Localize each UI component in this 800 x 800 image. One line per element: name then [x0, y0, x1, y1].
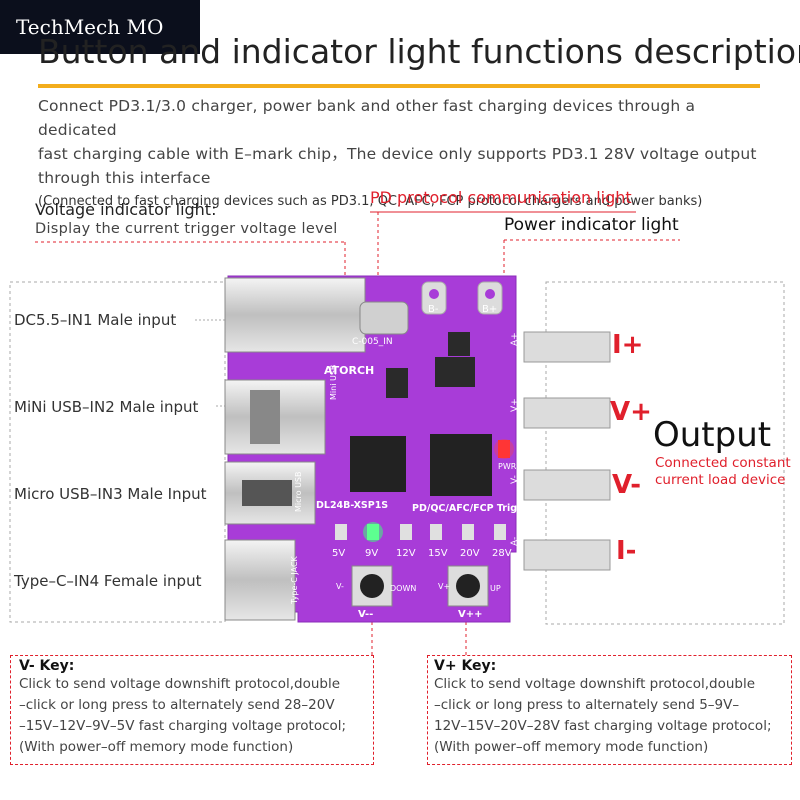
v-minus-key-box: V- Key: Click to send voltage downshift …	[10, 655, 374, 765]
intro-line-2: fast charging cable with E–mark chip，The…	[38, 145, 757, 163]
voltage-12v: 12V	[396, 548, 416, 559]
silk-v-plus: V+	[438, 582, 451, 591]
output-sub-line-2: current load device	[655, 472, 786, 488]
pin-v-plus: V+	[510, 398, 520, 412]
pad-b-minus: B-	[428, 304, 439, 315]
v-minus-button-label: V--	[358, 609, 374, 620]
voltage-light-label: Voltage indicator light:	[35, 200, 217, 219]
intro-line-4: (Connected to fast charging devices such…	[38, 194, 703, 209]
v-plus-line-2: –click or long press to alternately send…	[434, 697, 740, 713]
typec-silk: Type-C JACK	[290, 556, 299, 604]
pcb-board	[224, 275, 517, 623]
input-label-typec: Type–C–IN4 Female input	[14, 572, 202, 590]
v-minus-line-1: Click to send voltage downshift protocol…	[19, 676, 341, 692]
silk-v-dash: V-	[336, 582, 344, 591]
v-plus-key-title: V+ Key:	[434, 658, 497, 674]
board-model: DL24B-XSP1S	[316, 500, 389, 511]
v-minus-key[interactable]	[352, 566, 392, 606]
pad-b-plus: B+	[482, 304, 498, 315]
voltage-9v: 9V	[365, 548, 379, 559]
output-sub-line-1: Connected constant	[655, 455, 791, 471]
voltage-light-desc: Display the current trigger voltage leve…	[35, 221, 338, 237]
title-underline	[38, 84, 760, 88]
v-plus-line-3: 12V–15V–20V–28V fast charging voltage pr…	[434, 718, 772, 734]
silk-down: DOWN	[390, 584, 417, 593]
pwr-silk: PWR	[498, 462, 517, 471]
output-v-plus: V+	[610, 397, 652, 427]
v-minus-key-title: V- Key:	[19, 658, 75, 674]
pd-light-label: PD protocol communication light	[370, 188, 632, 207]
pin-a-plus: A+	[510, 332, 520, 346]
input-label-mini-usb: MiNi USB–IN2 Male input	[14, 398, 199, 416]
voltage-28v: 28V	[492, 548, 512, 559]
mini-usb-silk: Mini USB	[329, 364, 338, 400]
v-plus-line-4: (With power–off memory mode function)	[434, 739, 709, 755]
output-subtitle: Connected constant current load device	[655, 455, 791, 489]
output-i-minus: I-	[616, 536, 637, 566]
board-brand: ATORCH	[324, 364, 375, 377]
board-trigger: PD/QC/AFC/FCP Trigger	[412, 503, 535, 514]
v-minus-line-2: –click or long press to alternately send…	[19, 697, 335, 713]
output-i-plus: I+	[612, 330, 644, 360]
silk-up: UP	[490, 584, 501, 593]
input-label-micro-usb: Micro USB–IN3 Male Input	[14, 485, 207, 503]
v-minus-line-3: –15V–12V–9V–5V fast charging voltage pro…	[19, 718, 347, 734]
voltage-20v: 20V	[460, 548, 480, 559]
v-plus-line-1: Click to send voltage downshift protocol…	[434, 676, 756, 692]
power-light-label: Power indicator light	[504, 215, 679, 235]
intro-text: Connect PD3.1/3.0 charger, power bank an…	[38, 94, 768, 214]
v-plus-button-label: V++	[458, 609, 483, 620]
pcb-code: C-005_IN	[352, 337, 393, 347]
pin-a-minus: A-	[510, 536, 520, 546]
input-label-dc55: DC5.5–IN1 Male input	[14, 311, 177, 329]
intro-line-1: Connect PD3.1/3.0 charger, power bank an…	[38, 97, 696, 139]
voltage-5v: 5V	[332, 548, 346, 559]
v-plus-key[interactable]	[448, 566, 488, 606]
pin-v-minus: V-	[510, 475, 520, 484]
v-minus-line-4: (With power–off memory mode function)	[19, 739, 294, 755]
intro-line-3: through this interface	[38, 169, 211, 187]
page-title: Button and indicator light functions des…	[38, 32, 800, 71]
output-terminals	[523, 331, 611, 571]
watermark-logo: TechMech MO	[0, 0, 200, 54]
output-v-minus: V-	[612, 470, 642, 500]
micro-usb-silk: Micro USB	[294, 471, 303, 513]
v-plus-key-box: V+ Key: Click to send voltage downshift …	[427, 655, 792, 765]
output-title: Output	[653, 415, 772, 455]
voltage-15v: 15V	[428, 548, 448, 559]
